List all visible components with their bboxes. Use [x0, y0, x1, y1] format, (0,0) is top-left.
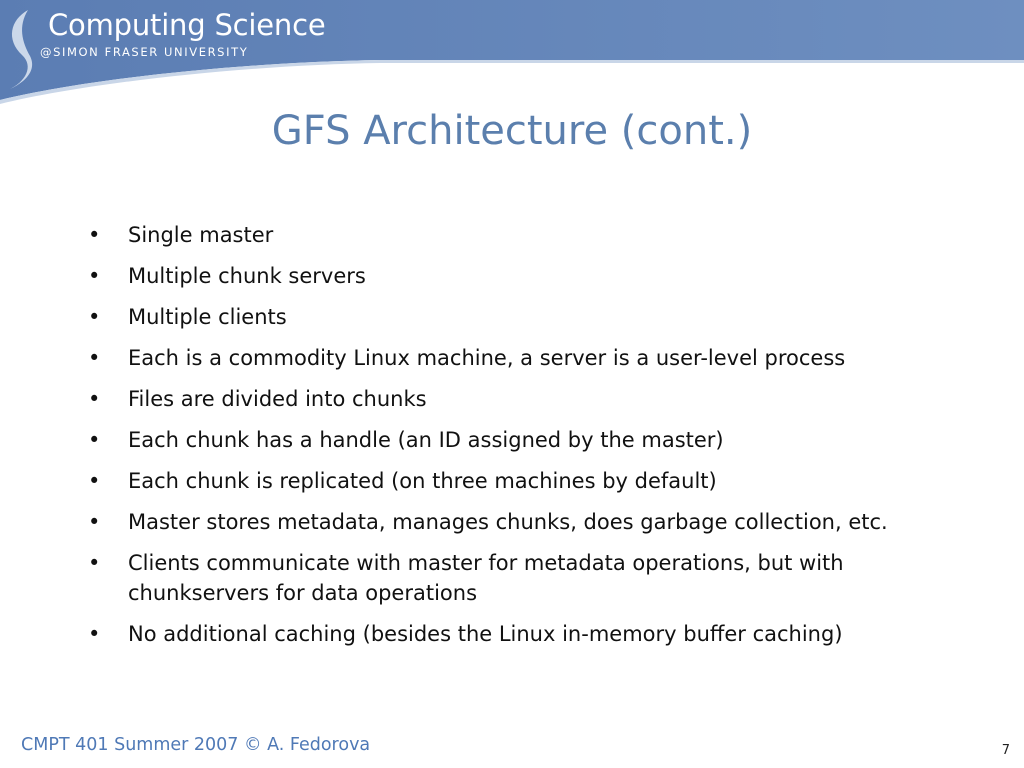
bullet-text: No additional caching (besides the Linux… [128, 622, 843, 646]
bullet-icon: • [88, 264, 101, 288]
bullet-text: Multiple clients [128, 305, 287, 329]
bullet-item: • No additional caching (besides the Lin… [88, 619, 938, 649]
bullet-item: • Each chunk has a handle (an ID assigne… [88, 425, 938, 455]
bullet-icon: • [88, 387, 101, 411]
footer-course-credit: CMPT 401 Summer 2007 © A. Fedorova [21, 735, 371, 755]
sfu-swoosh-icon [8, 10, 33, 90]
header-band-shape [0, 0, 1024, 100]
bullet-icon: • [88, 551, 101, 575]
bullet-item: • Each chunk is replicated (on three mac… [88, 466, 938, 496]
bullet-icon: • [88, 510, 101, 534]
bullet-text: Master stores metadata, manages chunks, … [128, 510, 888, 534]
bullet-item: • Single master [88, 220, 938, 250]
bullet-item: • Master stores metadata, manages chunks… [88, 507, 938, 537]
page-number: 7 [1001, 743, 1010, 758]
bullet-text: Multiple chunk servers [128, 264, 366, 288]
bullet-icon: • [88, 223, 101, 247]
bullet-item: • Each is a commodity Linux machine, a s… [88, 343, 938, 373]
bullet-icon: • [88, 622, 101, 646]
bullet-text: Files are divided into chunks [128, 387, 427, 411]
bullet-icon: • [88, 346, 101, 370]
logo-subtitle: @SIMON FRASER UNIVERSITY [40, 45, 249, 59]
bullet-text: Each chunk has a handle (an ID assigned … [128, 428, 724, 452]
bullet-text: Each chunk is replicated (on three machi… [128, 469, 717, 493]
bullet-text: Single master [128, 223, 274, 247]
bullet-item: • Multiple chunk servers [88, 261, 938, 291]
bullet-icon: • [88, 428, 101, 452]
header-band [0, 0, 1024, 104]
bullet-icon: • [88, 469, 101, 493]
slide-title: GFS Architecture (cont.) [271, 108, 753, 154]
logo-title: Computing Science [48, 8, 326, 42]
bullet-item: • Files are divided into chunks [88, 384, 938, 414]
bullet-item: • Multiple clients [88, 302, 938, 332]
bullet-text: Clients communicate with master for meta… [128, 551, 844, 605]
bullet-text: Each is a commodity Linux machine, a ser… [128, 346, 846, 370]
bullet-item: • Clients communicate with master for me… [88, 548, 938, 608]
logo: Computing Science @SIMON FRASER UNIVERSI… [0, 0, 380, 70]
bullet-list: • Single master • Multiple chunk servers… [88, 220, 938, 660]
bullet-icon: • [88, 305, 101, 329]
